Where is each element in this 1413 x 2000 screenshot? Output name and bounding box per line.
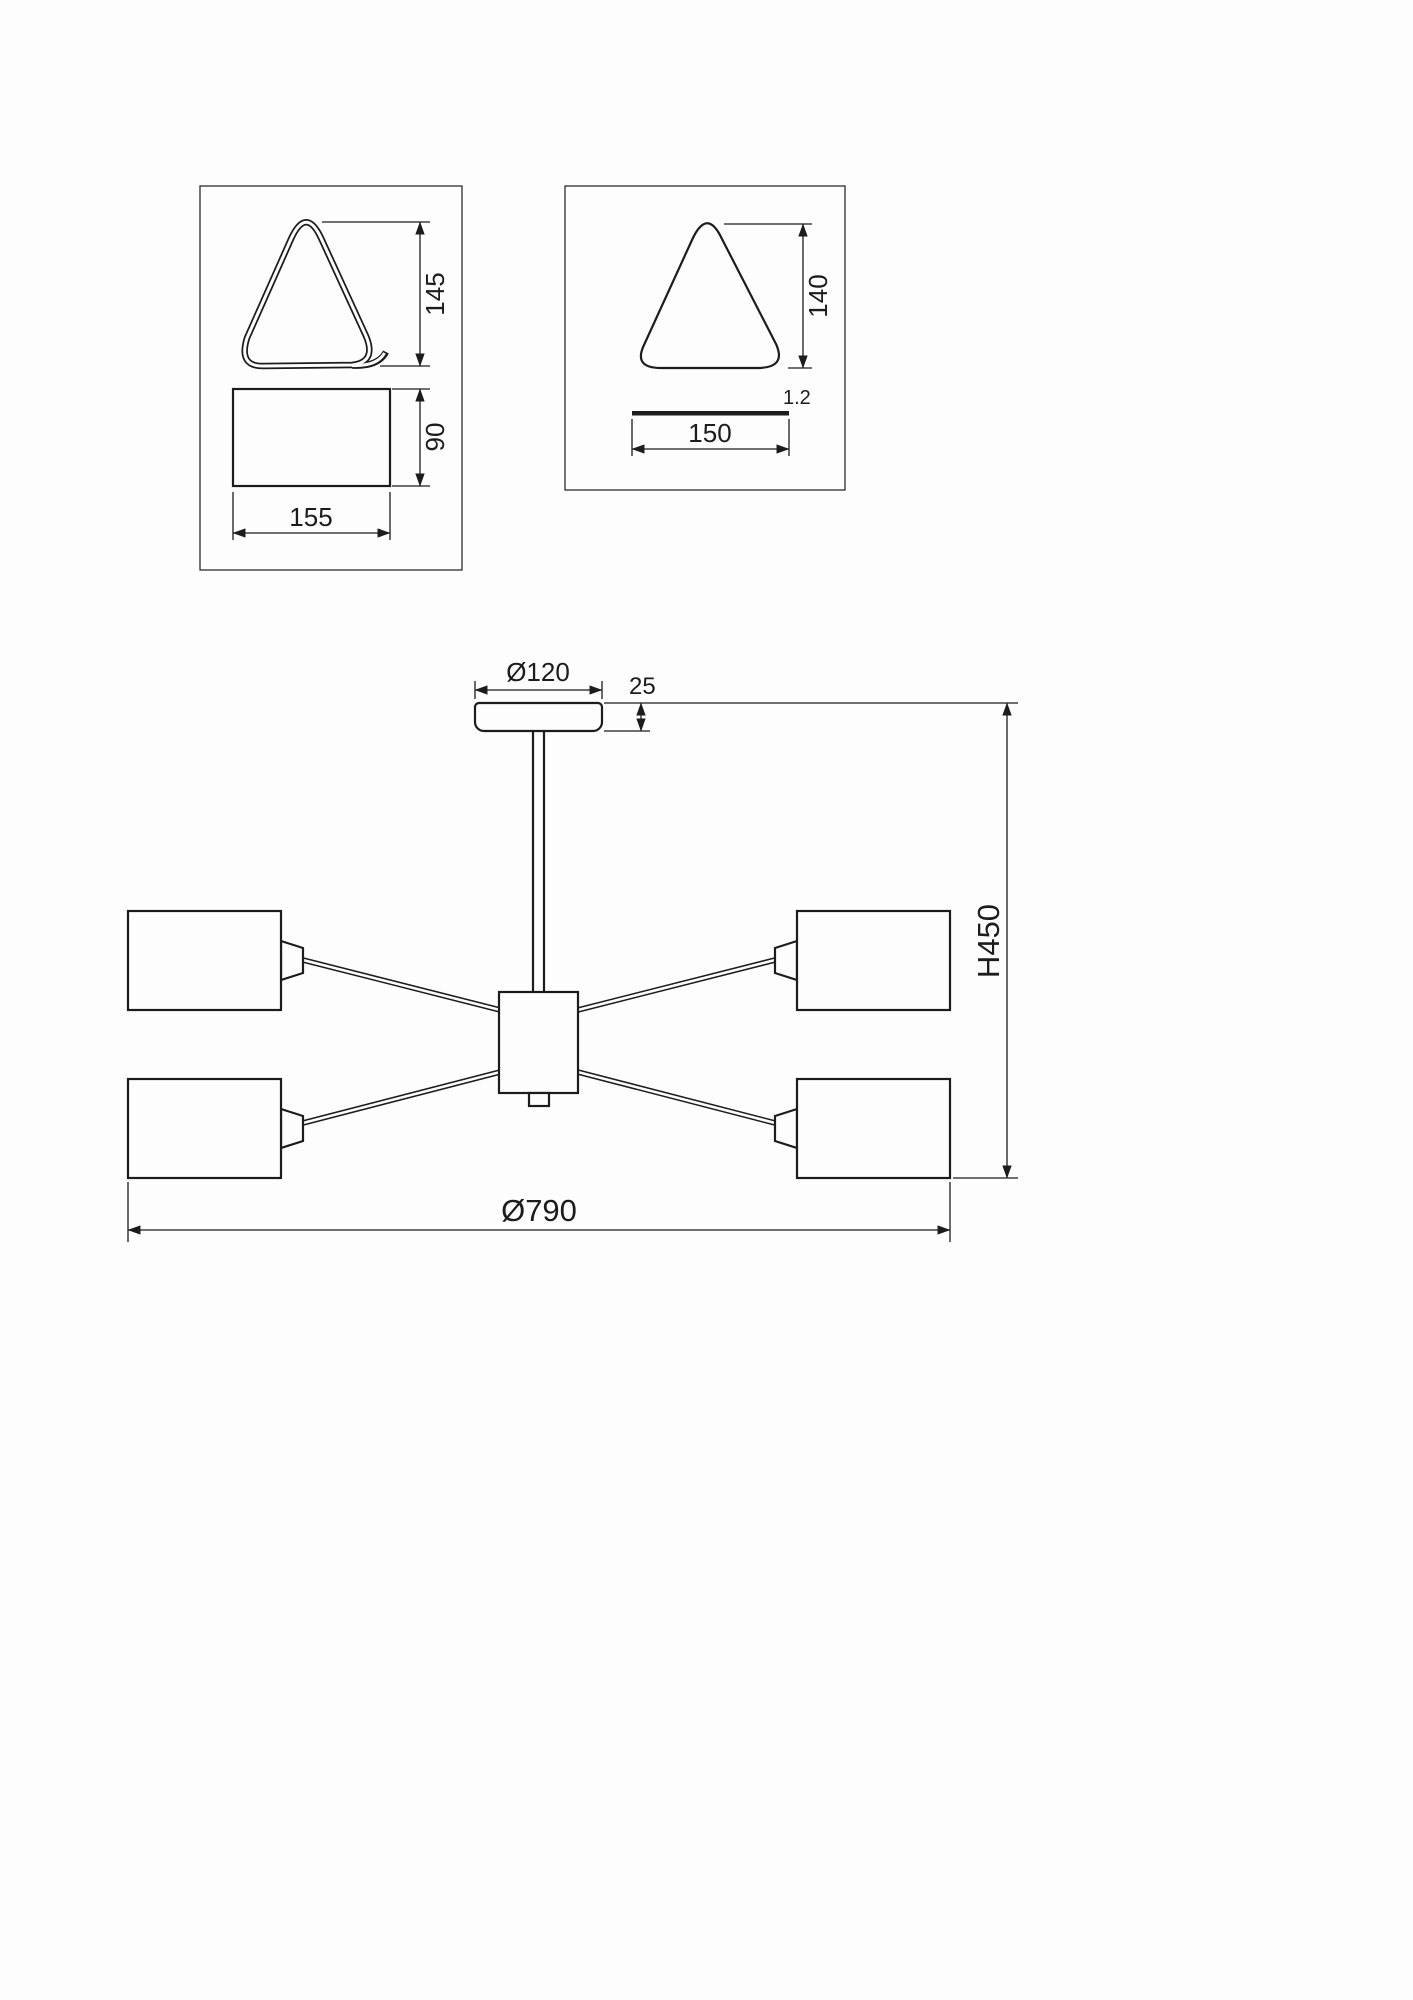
shade-profile-triangle-left bbox=[241, 219, 389, 370]
dimension-shade-height-140: 140 bbox=[724, 223, 833, 369]
lamp-shades bbox=[126, 909, 952, 1180]
detail-box-right: 140 1.2 150 bbox=[564, 185, 846, 491]
detail-box-left: 145 90 155 bbox=[199, 185, 463, 571]
dimension-diffuser-width-150: 150 bbox=[631, 418, 790, 456]
hub-bottom-cap bbox=[527, 1091, 551, 1108]
dim-label-canopy-height: 25 bbox=[629, 673, 656, 700]
shade-profile-triangle-right bbox=[639, 222, 781, 370]
dim-label-canopy-diameter: Ø120 bbox=[506, 657, 570, 687]
dim-label-145: 145 bbox=[420, 272, 450, 315]
front-view: Ø120 25 H450 Ø790 bbox=[126, 657, 1018, 1242]
dimension-total-diameter: Ø790 bbox=[127, 1182, 951, 1242]
detail-right-frame bbox=[564, 185, 846, 491]
shade-lower-right bbox=[795, 1077, 952, 1180]
ceiling-canopy bbox=[473, 701, 604, 733]
dim-label-150: 150 bbox=[688, 418, 731, 448]
dimension-base-height-90: 90 bbox=[392, 388, 450, 487]
diffuser-section bbox=[632, 411, 789, 416]
base-rectangle-left bbox=[231, 387, 392, 488]
dim-label-total-height: H450 bbox=[971, 904, 1006, 978]
shade-upper-left bbox=[126, 909, 283, 1012]
central-hub bbox=[497, 990, 580, 1095]
dim-label-140: 140 bbox=[803, 274, 833, 317]
stem-rod bbox=[531, 727, 546, 997]
dimension-total-height: H450 bbox=[953, 702, 1018, 1179]
dimension-base-width-155: 155 bbox=[232, 492, 391, 540]
dim-label-1-2: 1.2 bbox=[783, 387, 811, 409]
dimension-canopy-diameter: Ø120 bbox=[474, 657, 603, 699]
dim-label-90: 90 bbox=[420, 423, 450, 452]
dim-label-total-diameter: Ø790 bbox=[501, 1193, 577, 1228]
shade-lower-left bbox=[126, 1077, 283, 1180]
shade-upper-right bbox=[795, 909, 952, 1012]
dimension-canopy-height: 25 bbox=[604, 673, 656, 732]
dimension-shade-height-145: 145 bbox=[322, 221, 450, 367]
detail-left-frame bbox=[199, 185, 463, 571]
dim-label-155: 155 bbox=[289, 502, 332, 532]
lamp-arms bbox=[298, 956, 780, 1127]
